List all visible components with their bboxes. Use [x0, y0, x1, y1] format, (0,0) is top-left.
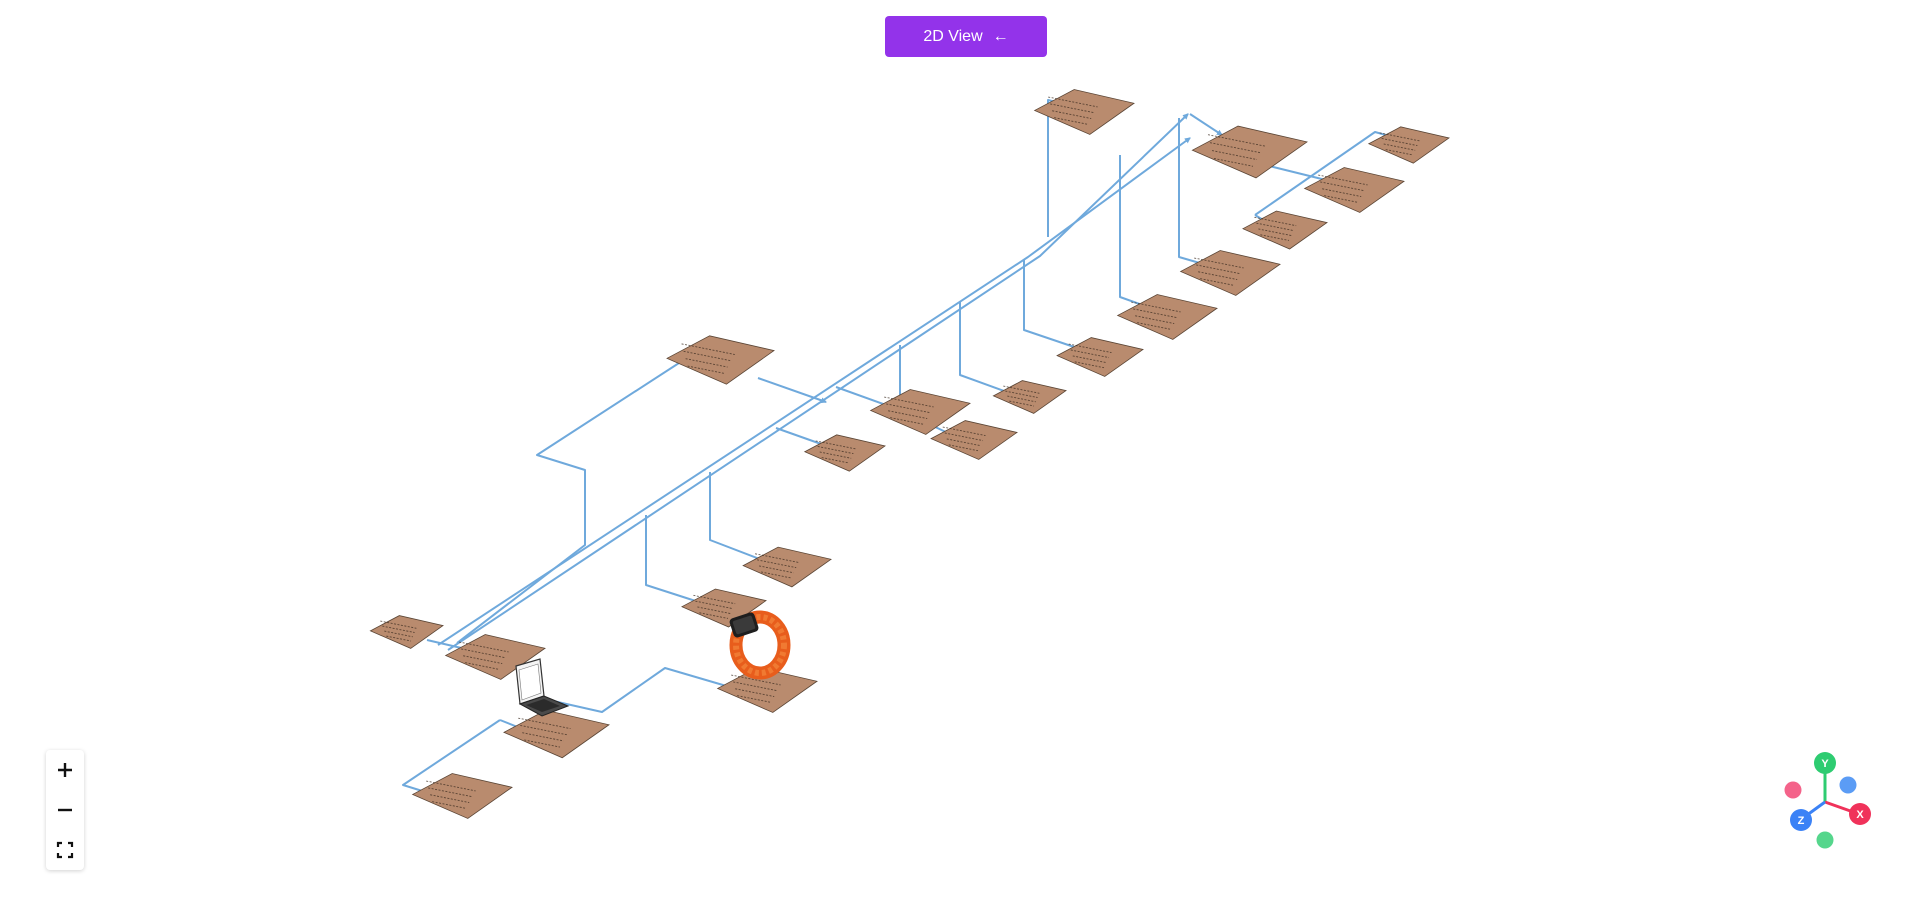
node-card[interactable] — [992, 380, 1067, 414]
x-axis-handle[interactable]: X — [1849, 803, 1871, 825]
connection-line — [1178, 118, 1211, 268]
arrow-left-icon: ← — [992, 27, 1009, 45]
fit-view-button[interactable] — [46, 830, 84, 870]
node-card[interactable] — [411, 773, 513, 819]
fullscreen-icon — [56, 841, 74, 859]
connection-line — [1023, 260, 1087, 353]
y-axis-label: Y — [1821, 758, 1829, 770]
node-card[interactable] — [369, 615, 444, 649]
node-card[interactable] — [666, 335, 775, 385]
y-axis-handle[interactable]: Y — [1814, 752, 1836, 774]
z-axis-handle[interactable]: Z — [1790, 809, 1812, 831]
zoom-controls — [46, 750, 84, 870]
zoom-in-button[interactable] — [46, 750, 84, 790]
view-2d-label: 2D View — [923, 27, 983, 45]
node-card[interactable] — [503, 709, 610, 759]
smartwatch-icon — [729, 610, 791, 680]
node-card[interactable] — [1242, 210, 1328, 250]
connection-line — [959, 302, 1019, 398]
neg-y-handle[interactable] — [1816, 831, 1834, 849]
node-card[interactable] — [1179, 250, 1281, 296]
minus-icon — [58, 808, 72, 812]
node-card[interactable] — [803, 434, 886, 472]
neg-x-handle[interactable] — [1784, 781, 1802, 799]
node-card[interactable] — [742, 546, 832, 588]
node-card[interactable] — [1033, 89, 1135, 135]
connection-line — [1119, 155, 1149, 309]
view-2d-button[interactable]: 2D View ← — [885, 16, 1047, 57]
node-card[interactable] — [444, 634, 546, 680]
node-card[interactable] — [681, 588, 767, 628]
node-card[interactable] — [869, 389, 971, 435]
connection-line — [709, 472, 771, 565]
node-card[interactable] — [1367, 126, 1450, 164]
plus-icon — [58, 763, 72, 777]
neg-z-handle[interactable] — [1839, 776, 1857, 794]
node-cards — [369, 89, 1450, 819]
laptop-icon — [515, 658, 570, 717]
connection-lines — [402, 99, 1394, 796]
connection-line — [645, 515, 709, 607]
connection-line — [539, 667, 741, 713]
connection-line — [447, 113, 1189, 651]
connection-line — [456, 351, 697, 644]
zoom-out-button[interactable] — [46, 790, 84, 830]
connection-line — [757, 377, 827, 404]
node-card[interactable] — [930, 420, 1018, 460]
device-images — [515, 610, 791, 717]
connection-line — [1189, 113, 1223, 136]
node-card[interactable] — [1056, 337, 1144, 377]
node-card[interactable] — [1116, 294, 1218, 340]
axis-gizmo[interactable]: Y X Z — [1760, 740, 1890, 860]
x-axis-label: X — [1856, 809, 1864, 821]
z-axis-label: Z — [1798, 815, 1805, 827]
connection-line — [437, 137, 1191, 646]
node-card[interactable] — [1303, 167, 1405, 213]
node-card[interactable] — [1191, 125, 1308, 179]
